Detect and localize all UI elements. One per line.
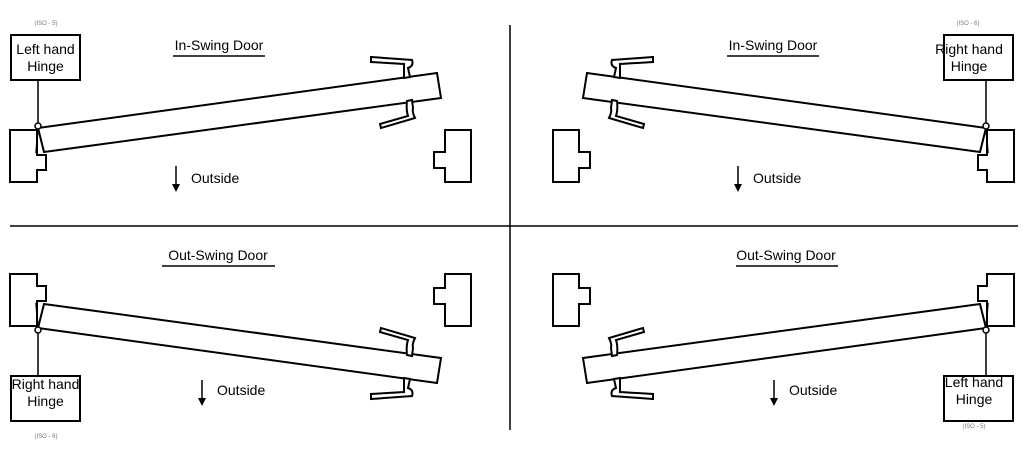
iso-label: (ISO - 6) <box>956 21 979 27</box>
hinge-label-line2: Hinge <box>27 393 64 409</box>
door-type-title: Out-Swing Door <box>736 247 836 263</box>
hinge-label-line1: Left hand <box>945 374 1003 390</box>
hinge-label-line2: Hinge <box>27 58 64 74</box>
iso-label: (ISO - 5) <box>962 424 985 430</box>
door-type-title: In-Swing Door <box>729 37 818 53</box>
down-arrow-icon <box>734 166 742 192</box>
outside-label: Outside <box>191 170 239 186</box>
iso-label: (ISO - 6) <box>34 434 57 440</box>
down-arrow-icon <box>770 380 778 406</box>
hinge-label-line2: Hinge <box>956 391 993 407</box>
door-type-title: In-Swing Door <box>175 37 264 53</box>
door-type-title: Out-Swing Door <box>168 247 268 263</box>
iso-label: (ISO - 5) <box>34 21 57 27</box>
outside-label: Outside <box>789 382 837 398</box>
in-swing-left-hand-door-drawing <box>9 34 472 183</box>
outside-label: Outside <box>753 170 801 186</box>
down-arrow-icon <box>172 166 180 192</box>
outside-label: Outside <box>217 382 265 398</box>
hinge-label-line1: Right hand <box>935 41 1003 57</box>
out-swing-right-hand-door-drawing <box>9 273 472 422</box>
hinge-label-line2: Hinge <box>951 58 988 74</box>
in-swing-right-hand-door-drawing <box>552 34 1015 183</box>
hinge-label-line1: Right hand <box>12 376 80 392</box>
hinge-label-line1: Left hand <box>16 41 74 57</box>
out-swing-left-hand-door-drawing <box>552 273 1015 422</box>
down-arrow-icon <box>198 380 206 406</box>
